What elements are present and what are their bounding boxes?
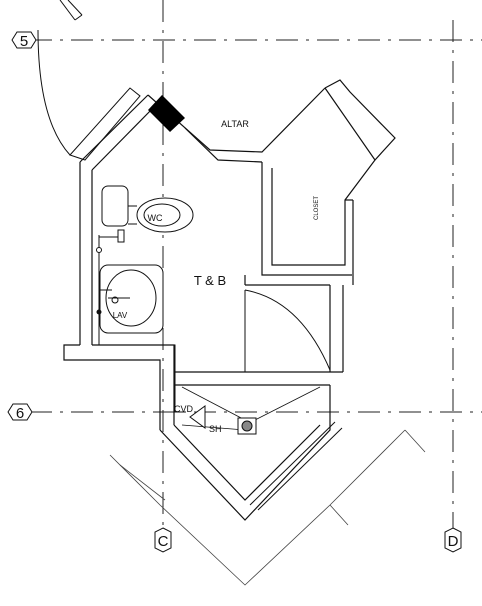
grid-bubble-d: D: [444, 527, 462, 553]
grid-label-d: D: [448, 533, 459, 550]
outer-walls: [109, 429, 426, 586]
shower-head-icon: [189, 405, 206, 429]
shower-slope-lines: [181, 386, 321, 431]
altar-label: ALTAR: [221, 119, 249, 129]
shower-glass: [249, 421, 343, 511]
sh-label: SH: [209, 424, 222, 434]
water-closet: [101, 185, 194, 233]
room-label-tb: T & B: [194, 273, 226, 288]
grid-lines: [30, 0, 482, 528]
piping: [96, 229, 185, 413]
grid-label-5: 5: [20, 33, 28, 50]
lavatory: [99, 264, 164, 334]
closet-label: CLOSET: [314, 196, 320, 220]
grid-label-6: 6: [16, 405, 24, 422]
upper-door: [37, 0, 141, 161]
floor-drain-grate: [241, 420, 253, 432]
grid-bubble-c: C: [154, 527, 172, 553]
grid-bubble-6: 6: [7, 403, 33, 422]
grid-bubble-5: 5: [11, 31, 37, 50]
main-door: [244, 289, 331, 372]
wc-label: WC: [148, 213, 163, 223]
cvd-label: CVD: [174, 404, 194, 414]
grid-label-c: C: [158, 533, 169, 550]
lav-label: LAV: [113, 311, 128, 320]
wall-column: [148, 95, 185, 132]
